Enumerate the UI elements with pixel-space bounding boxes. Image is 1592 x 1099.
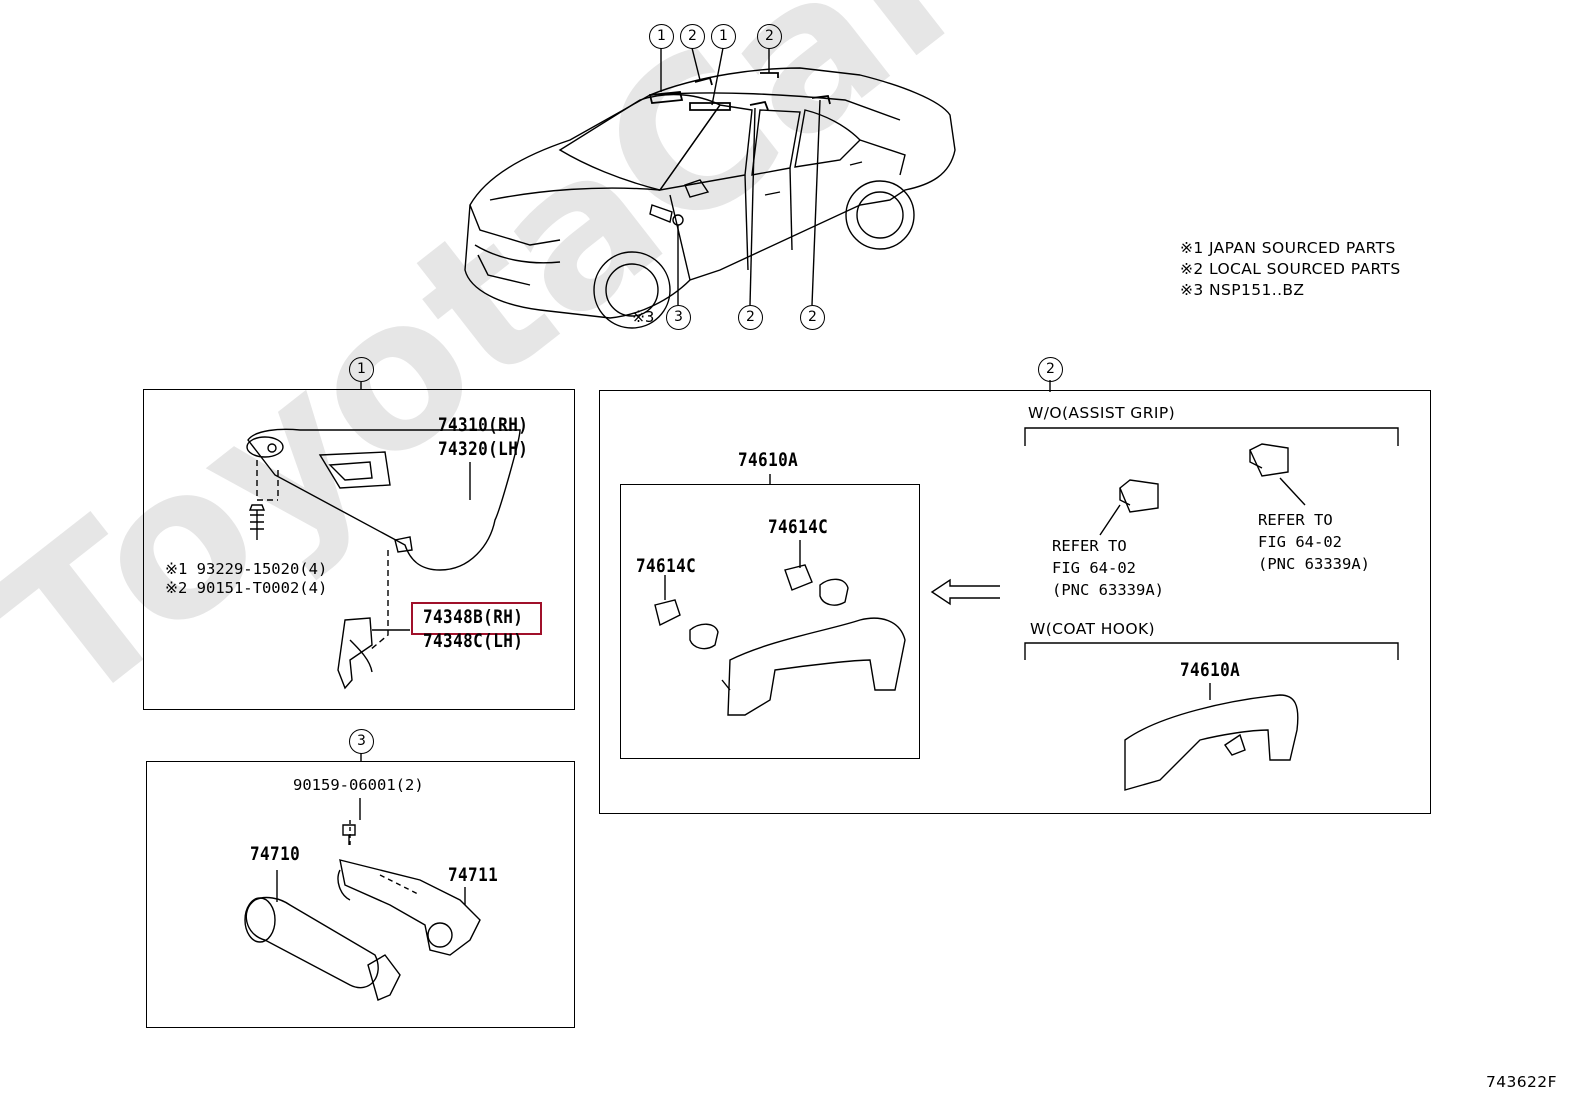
panel1-label: 1 bbox=[349, 357, 374, 382]
refer-right-1: REFER TO bbox=[1258, 511, 1333, 529]
part-74320: 74320(LH) bbox=[438, 438, 529, 460]
callout-2: 2 bbox=[680, 24, 705, 49]
part-74614c-b: 74614C bbox=[636, 555, 697, 577]
panel2-frame bbox=[599, 390, 1431, 814]
callout-2d: 2 bbox=[800, 305, 825, 330]
grip-subframe bbox=[620, 484, 920, 759]
wo-assist-grip: W/O(ASSIST GRIP) bbox=[1028, 404, 1176, 422]
callout-1b: 1 bbox=[711, 24, 736, 49]
refer-right-3: (PNC 63339A) bbox=[1258, 555, 1370, 573]
w-coat-hook: W(COAT HOOK) bbox=[1030, 620, 1155, 638]
legend-1: ※1 JAPAN SOURCED PARTS bbox=[1180, 239, 1396, 257]
mark-3: ※3 bbox=[632, 308, 655, 326]
callout-1: 1 bbox=[649, 24, 674, 49]
panel3-frame bbox=[146, 761, 575, 1028]
panel2-label: 2 bbox=[1038, 357, 1063, 382]
part-90159: 90159-06001(2) bbox=[293, 776, 424, 794]
part-74711: 74711 bbox=[448, 864, 499, 886]
callout-2c: 2 bbox=[738, 305, 763, 330]
part-74610a-hook: 74610A bbox=[1180, 659, 1241, 681]
part-74610a: 74610A bbox=[738, 449, 799, 471]
screw-2: ※2 90151-T0002(4) bbox=[165, 579, 328, 597]
part-74710: 74710 bbox=[250, 843, 301, 865]
refer-left-2: FIG 64-02 bbox=[1052, 559, 1136, 577]
panel3-label: 3 bbox=[349, 729, 374, 754]
refer-left-1: REFER TO bbox=[1052, 537, 1127, 555]
part-74348b[interactable]: 74348B(RH) bbox=[423, 606, 524, 628]
part-74348c: 74348C(LH) bbox=[423, 630, 524, 652]
refer-left-3: (PNC 63339A) bbox=[1052, 581, 1164, 599]
part-74310: 74310(RH) bbox=[438, 414, 529, 436]
car-illustration bbox=[464, 67, 956, 329]
legend-2: ※2 LOCAL SOURCED PARTS bbox=[1180, 260, 1401, 278]
part-74614c-a: 74614C bbox=[768, 516, 829, 538]
callout-2b: 2 bbox=[757, 24, 782, 49]
screw-1: ※1 93229-15020(4) bbox=[165, 560, 328, 578]
legend-3: ※3 NSP151..BZ bbox=[1180, 281, 1305, 299]
figure-code: 743622F bbox=[1486, 1073, 1557, 1091]
callout-3: 3 bbox=[666, 305, 691, 330]
highlight-74348b bbox=[411, 602, 542, 635]
refer-right-2: FIG 64-02 bbox=[1258, 533, 1342, 551]
panel1-frame bbox=[143, 389, 575, 710]
